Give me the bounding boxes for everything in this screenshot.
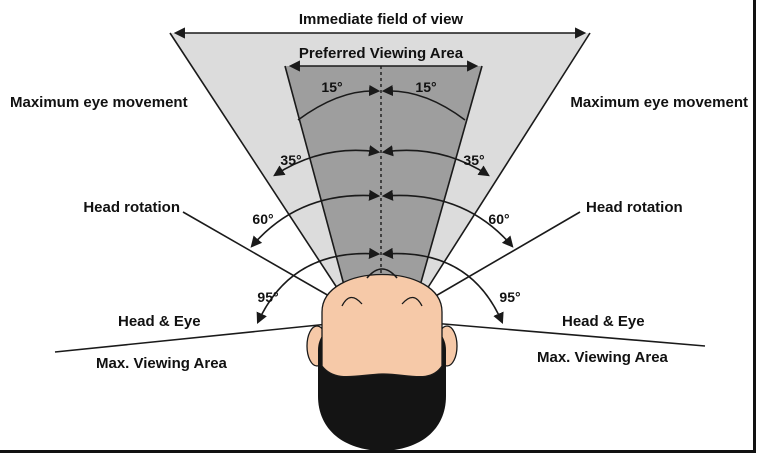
- max-viewing-area-left: Max. Viewing Area: [96, 355, 228, 372]
- face: [322, 275, 442, 377]
- head-eye-right: Head & Eye: [562, 313, 645, 330]
- angle-15-right: 15°: [415, 79, 436, 95]
- head-illustration: [307, 269, 457, 451]
- immediate-field-label: Immediate field of view: [299, 11, 464, 28]
- frame-right-edge: [753, 0, 756, 453]
- max-viewing-area-right: Max. Viewing Area: [537, 349, 669, 366]
- head-rotation-left: Head rotation: [83, 199, 180, 216]
- angle-95-right: 95°: [499, 289, 520, 305]
- angle-95-left: 95°: [257, 289, 278, 305]
- angle-35-right: 35°: [463, 152, 484, 168]
- max-eye-movement-right: Maximum eye movement: [570, 94, 748, 111]
- angle-15-left: 15°: [321, 79, 342, 95]
- angle-35-left: 35°: [280, 152, 301, 168]
- preferred-area-label: Preferred Viewing Area: [299, 45, 464, 62]
- head-rotation-right: Head rotation: [586, 199, 683, 216]
- max-eye-movement-left: Maximum eye movement: [10, 94, 188, 111]
- head-eye-left: Head & Eye: [118, 313, 201, 330]
- angle-60-right: 60°: [488, 211, 509, 227]
- angle-60-left: 60°: [252, 211, 273, 227]
